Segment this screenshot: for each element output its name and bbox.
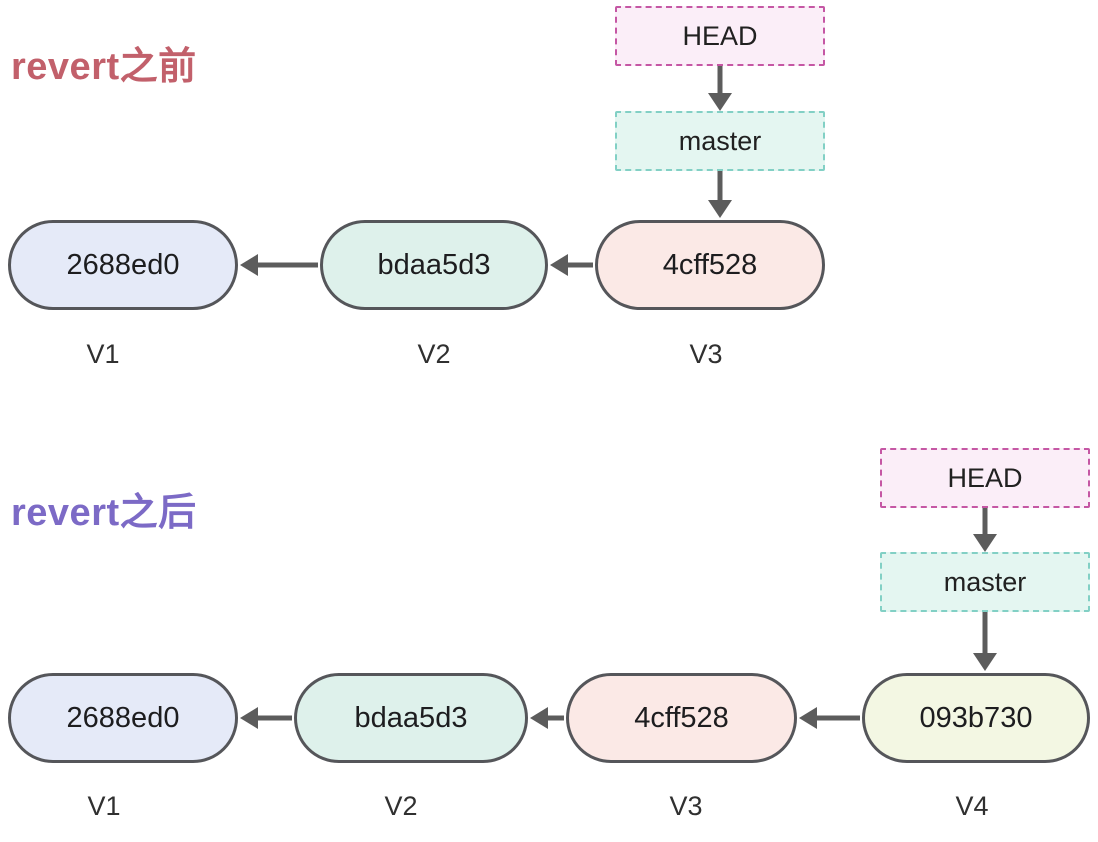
- down-arrow-icon-master-to-commit-after: [973, 612, 997, 671]
- arrow-shaft: [982, 612, 988, 656]
- arrow-shaft: [982, 508, 988, 537]
- version-label-before-v1: V1: [86, 339, 120, 369]
- arrow-tip: [240, 707, 258, 729]
- left-arrow-icon-parent-link-after-2: [530, 707, 564, 729]
- left-arrow-icon-parent-link-before-2: [550, 254, 593, 276]
- version-label-after-v4: V4: [955, 791, 989, 821]
- section-title-after: revert之后: [11, 492, 197, 534]
- arrow-shaft: [717, 66, 723, 96]
- version-label-after-v2: V2: [384, 791, 418, 821]
- left-arrow-icon-parent-link-after-1: [240, 707, 292, 729]
- head-ref-box-before: HEAD: [615, 6, 825, 66]
- left-arrow-icon-parent-link-before-1: [240, 254, 318, 276]
- arrow-shaft: [814, 715, 860, 721]
- commit-node-after-v2: bdaa5d3: [294, 673, 528, 763]
- master-label-before: master: [678, 125, 762, 156]
- section-title-before: revert之前: [11, 46, 197, 88]
- commit-node-after-v3: 4cff528: [566, 673, 797, 763]
- down-arrow-icon-master-to-commit-before: [708, 171, 732, 218]
- arrow-shaft: [545, 715, 564, 721]
- arrow-tip: [550, 254, 568, 276]
- arrow-shaft: [255, 715, 292, 721]
- head-ref-box-after: HEAD: [880, 448, 1090, 508]
- version-label-before-v3: V3: [689, 339, 723, 369]
- arrow-shaft: [717, 171, 723, 203]
- arrow-tip: [973, 534, 997, 552]
- arrow-shaft: [565, 262, 593, 268]
- down-arrow-icon-head-to-master-before: [708, 66, 732, 111]
- arrow-shaft: [255, 262, 318, 268]
- commit-hash: 093b730: [919, 701, 1033, 734]
- version-label-after-v3: V3: [669, 791, 703, 821]
- head-label-after: HEAD: [947, 462, 1023, 493]
- arrow-tip: [530, 707, 548, 729]
- arrow-tip: [799, 707, 817, 729]
- commit-hash: 2688ed0: [66, 248, 180, 281]
- commit-node-before-v1: 2688ed0: [8, 220, 238, 310]
- commit-hash: bdaa5d3: [377, 248, 491, 281]
- commit-node-before-v3: 4cff528: [595, 220, 825, 310]
- commit-node-before-v2: bdaa5d3: [320, 220, 548, 310]
- left-arrow-icon-parent-link-after-3: [799, 707, 860, 729]
- arrow-tip: [708, 200, 732, 218]
- version-label-after-v1: V1: [87, 791, 121, 821]
- commit-hash: 4cff528: [662, 248, 758, 281]
- master-ref-box-after: master: [880, 552, 1090, 612]
- commit-node-after-v4: 093b730: [862, 673, 1090, 763]
- arrow-tip: [240, 254, 258, 276]
- commit-hash: 2688ed0: [66, 701, 180, 734]
- commit-node-after-v1: 2688ed0: [8, 673, 238, 763]
- head-label-before: HEAD: [682, 20, 758, 51]
- master-label-after: master: [943, 566, 1027, 597]
- commit-hash: 4cff528: [634, 701, 729, 734]
- arrow-tip: [973, 653, 997, 671]
- down-arrow-icon-head-to-master-after: [973, 508, 997, 552]
- version-label-before-v2: V2: [417, 339, 451, 369]
- master-ref-box-before: master: [615, 111, 825, 171]
- arrow-tip: [708, 93, 732, 111]
- commit-hash: bdaa5d3: [354, 701, 468, 734]
